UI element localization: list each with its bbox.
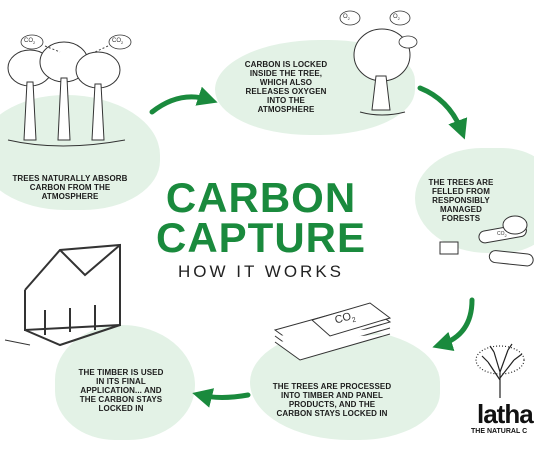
- co2-label-2: CO2: [112, 38, 124, 46]
- o2-label-2: O2: [393, 14, 400, 22]
- felled-logs-illustration: [439, 215, 534, 267]
- co2-cloud-icon: [20, 34, 132, 53]
- timber-planks-illustration: [273, 302, 392, 361]
- arrow-felled-to-process: [432, 297, 475, 351]
- co2-label: CO2: [24, 38, 36, 46]
- log-co2-label: CO2: [497, 231, 507, 238]
- step-locked-text: CARBON IS LOCKED INSIDE THE TREE, WHICH …: [244, 60, 328, 114]
- tree-logo-icon: [475, 343, 525, 398]
- forest-illustration: [7, 41, 126, 147]
- o2-label: O2: [343, 14, 350, 22]
- step-absorb-text: TREES NATURALLY ABSORB CARBON FROM THE A…: [12, 174, 128, 201]
- step-felled-text: THE TREES ARE FELLED FROM RESPONSIBLY MA…: [428, 178, 494, 223]
- blob-apply: [55, 325, 195, 440]
- blob-process: [250, 330, 440, 440]
- brand-logo-text: latha: [477, 399, 534, 429]
- arrow-process-to-apply: [192, 388, 251, 408]
- single-tree-illustration: [339, 10, 418, 116]
- page-title: CARBON CAPTURE: [150, 174, 372, 261]
- brand-tagline: THE NATURAL C: [471, 428, 528, 435]
- timber-frame-house-illustration: [4, 243, 121, 347]
- title-line-2: CAPTURE: [155, 214, 366, 261]
- title-line-1: CARBON: [165, 174, 357, 221]
- flow-arrows: [149, 85, 475, 408]
- page-subtitle: HOW IT WORKS: [177, 262, 344, 281]
- arrow-locked-to-felled: [417, 85, 468, 140]
- step-process-text: THE TREES ARE PROCESSED INTO TIMBER AND …: [272, 382, 392, 418]
- arrow-absorb-to-locked: [149, 86, 218, 115]
- step-apply-text: THE TIMBER IS USED IN ITS FINAL APPLICAT…: [78, 368, 164, 413]
